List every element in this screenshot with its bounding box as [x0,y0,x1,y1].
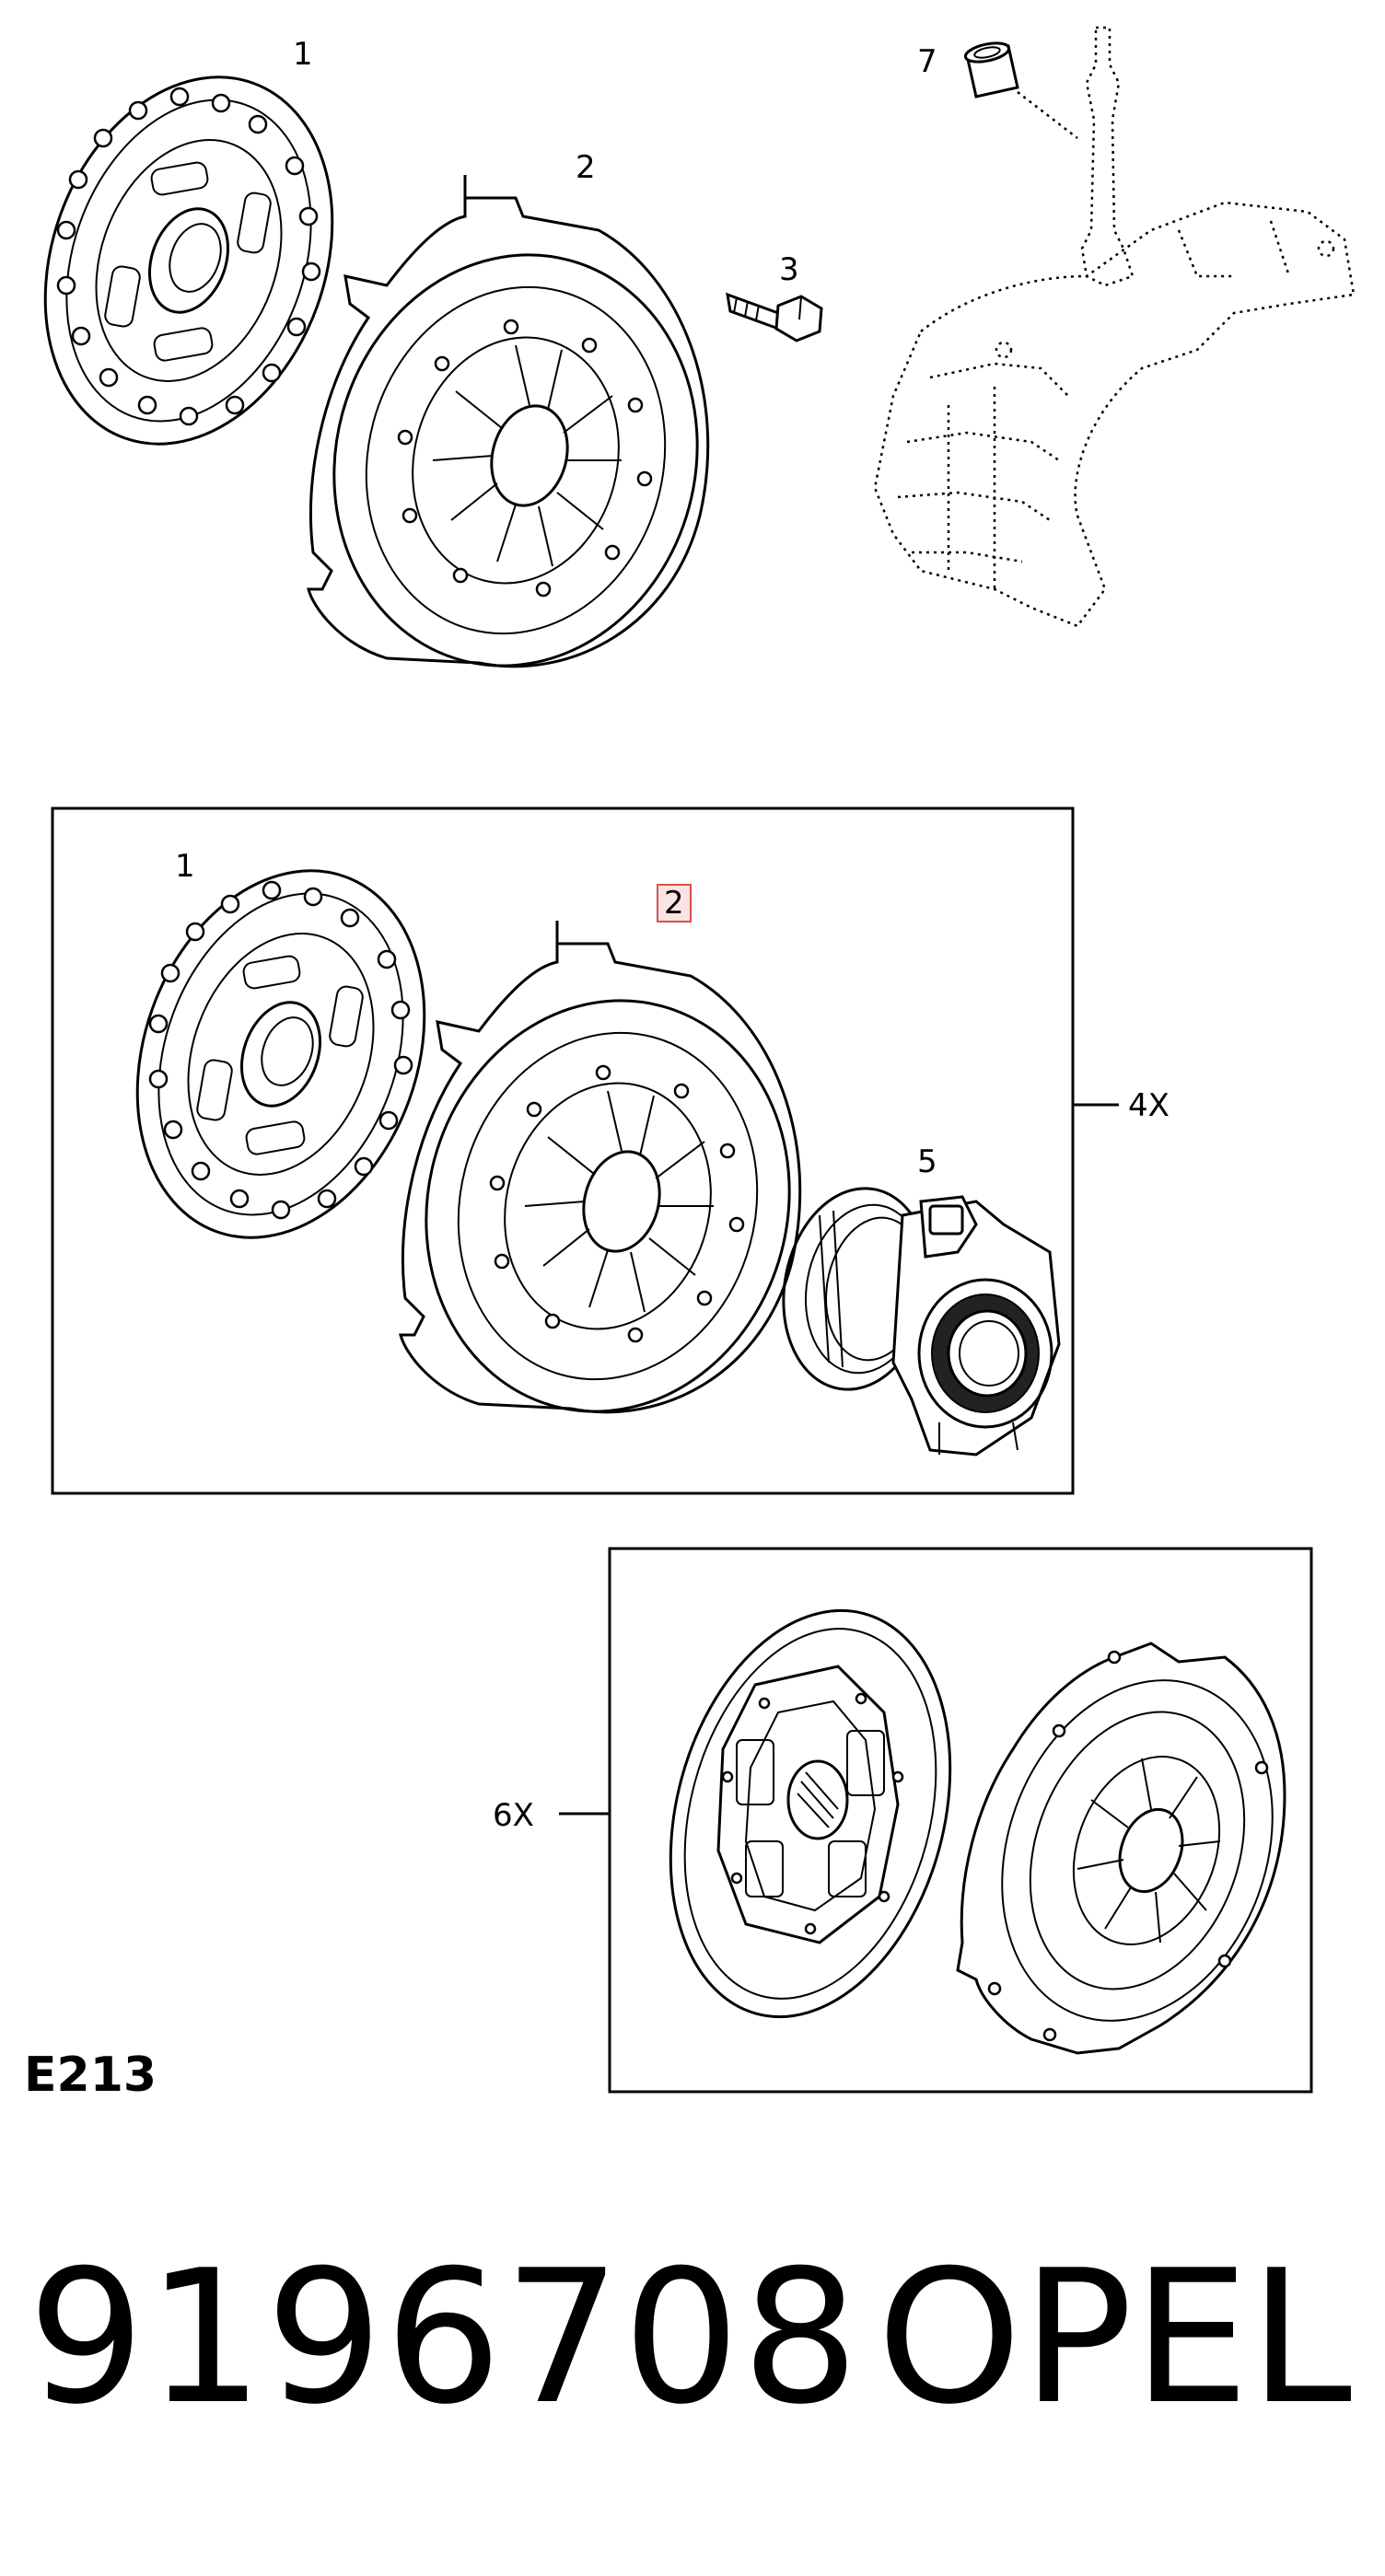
callout-top-2: 2 [576,149,596,186]
callout-box2-qty: 6X [493,1797,534,1834]
callout-box1-5: 5 [917,1143,937,1180]
pressure-plate-box2 [956,1642,1286,2055]
callout-top-1: 1 [293,36,313,73]
kit-box-6x [608,1547,1313,2094]
clutch-disc-box1 [135,869,426,1239]
kit-box-4x [51,806,1075,1495]
transmission-housing-top [873,26,1356,628]
callout-box1-1: 1 [175,848,195,885]
part-number: 9196708 [28,2231,861,2445]
bushing-top [963,41,1078,139]
callout-top-3: 3 [779,251,799,288]
callout-box1-qty: 4X [1128,1087,1170,1124]
diagram-code: E213 [24,2048,157,2103]
brand-name: OPEL [877,2231,1352,2445]
callout-top-7: 7 [917,43,937,80]
callout-box1-2-highlighted: 2 [657,884,692,922]
clutch-disc-box2 [669,1608,952,2019]
pressure-plate-box1 [399,921,802,1414]
pressure-plate-top [307,175,710,668]
clutch-disc-top [43,75,334,446]
release-bearing-box1 [782,1187,1061,1456]
bolt-top [726,292,823,342]
